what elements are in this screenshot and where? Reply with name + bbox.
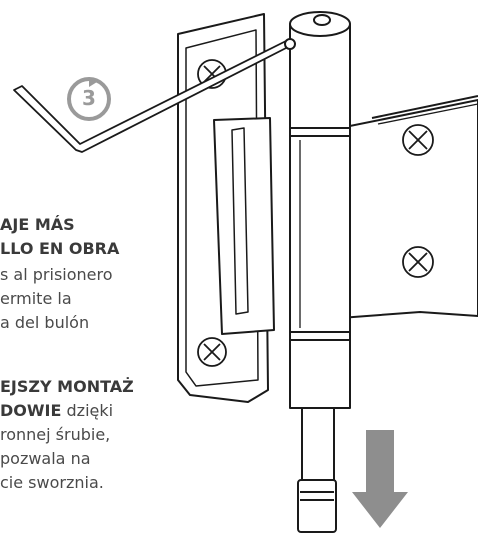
polish-heading-line1: EJSZY MONTAŻ [0, 377, 134, 396]
down-arrow-icon [352, 430, 408, 528]
spanish-heading-line2: LLO EN OBRA [0, 239, 120, 258]
step-number: 3 [82, 86, 96, 110]
inner-plate [213, 117, 275, 335]
polish-heading-bold: DOWIE [0, 401, 62, 420]
spanish-body-line2: ermite la [0, 289, 72, 308]
hinge-pin [301, 407, 335, 481]
screw-top-right [402, 124, 434, 156]
screw-bottom-right [402, 246, 434, 278]
spanish-body-line3: a del bulón [0, 313, 90, 332]
screw-bottom-left [197, 337, 227, 367]
polish-body-line3: cie sworznia. [0, 473, 104, 492]
polish-heading-line2: DOWIE dzięki [0, 400, 113, 422]
polish-body-start: dzięki [61, 401, 114, 420]
spanish-body-line1: s al prisionero [0, 265, 113, 284]
polish-body-line2: pozwala na [0, 449, 91, 468]
spanish-heading-line1: AJE MÁS [0, 215, 75, 234]
polish-body-line1: ronnej śrubie, [0, 425, 111, 444]
hinge-knuckle [289, 23, 351, 409]
rotate-arrow-icon: 3 [64, 74, 114, 124]
